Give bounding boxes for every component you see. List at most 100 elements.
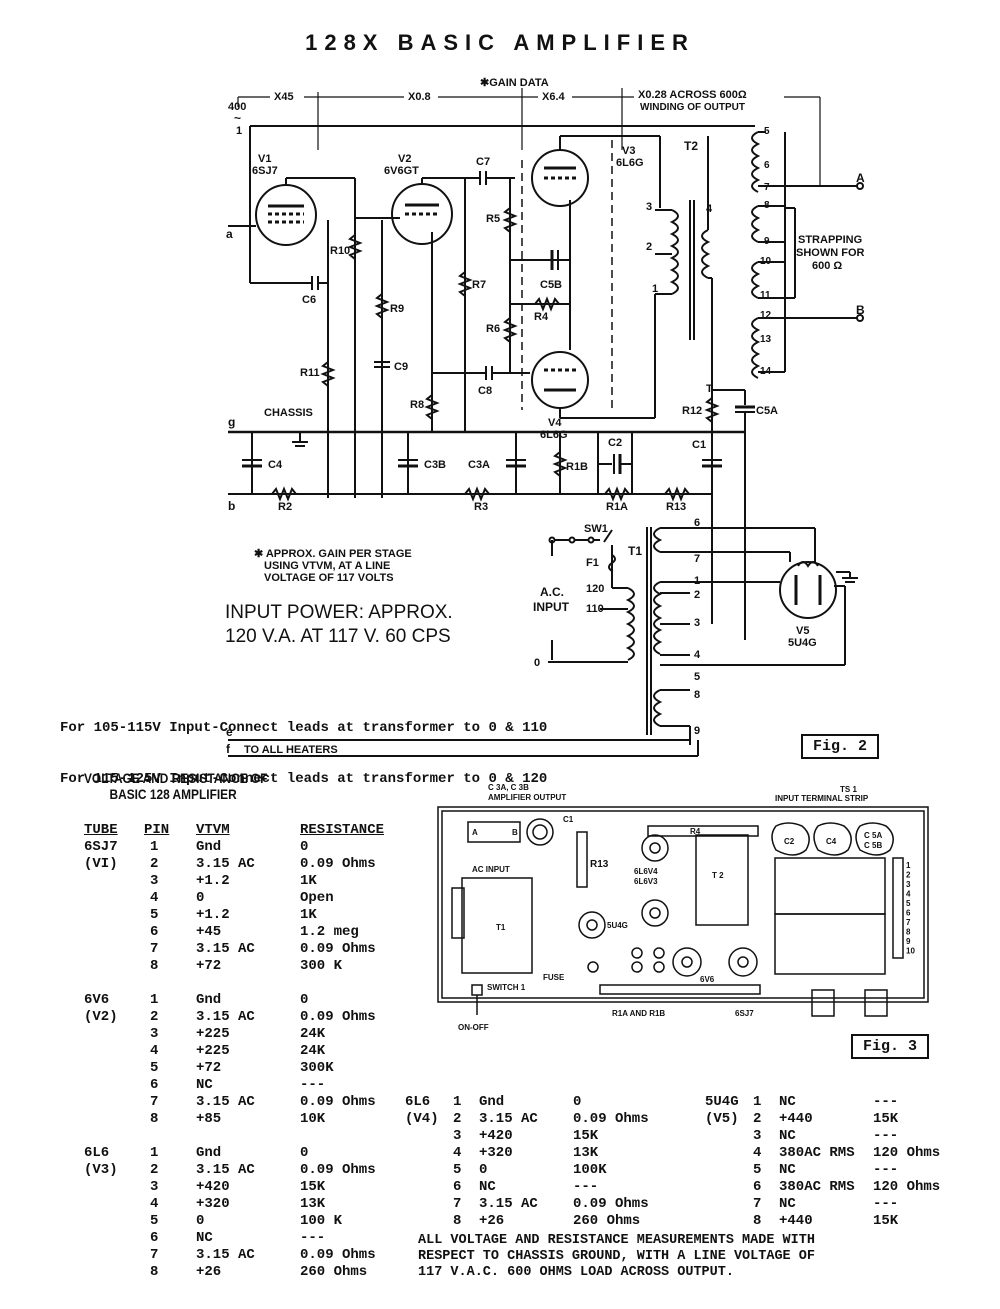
terminal-number: 4 <box>906 890 911 899</box>
v1-type: 6SJ7 <box>252 165 278 177</box>
strapping-note-3: 600 Ω <box>812 260 842 272</box>
terminal-g: g <box>228 415 235 429</box>
pin-cell: 5 <box>753 1162 762 1178</box>
vtvm-cell: 0 <box>196 1213 205 1229</box>
pin-cell: 1 <box>150 1145 159 1161</box>
pin-cell: 8 <box>150 1111 159 1127</box>
tube-cell <box>84 890 144 907</box>
t1-label: T1 <box>628 544 642 558</box>
pin-cell: 8 <box>150 1264 159 1280</box>
tube-cell <box>705 1162 753 1179</box>
sec-tap-7: 7 <box>764 182 770 193</box>
vtvm-cell: 3.15 AC <box>196 856 255 872</box>
tube-cell: (VI) <box>84 856 118 872</box>
pin-cell: 2 <box>150 856 159 872</box>
input-power-note: INPUT POWER: APPROX. 120 V.A. AT 117 V. … <box>225 601 453 649</box>
c9-label: C9 <box>394 361 408 373</box>
tube-cell <box>705 1145 753 1162</box>
fig3-ts1-desc: INPUT TERMINAL STRIP <box>775 794 869 803</box>
tube-cell <box>705 1128 753 1145</box>
terminal-a: a <box>226 227 233 241</box>
c6-label: C6 <box>302 294 316 306</box>
r10-label: R10 <box>330 245 350 257</box>
header-pin: PIN <box>144 822 170 838</box>
tube-cell <box>705 1213 753 1230</box>
c5a-label: C5A <box>756 405 778 417</box>
vtvm-cell: NC <box>196 1230 213 1246</box>
vtvm-cell: 3.15 AC <box>196 1162 255 1178</box>
pin-cell: 6 <box>150 1077 159 1093</box>
t1-tap-1: 1 <box>694 575 700 587</box>
resistance-cell: 13K <box>573 1145 599 1161</box>
vtvm-cell: +225 <box>196 1026 230 1042</box>
transformer-t2 <box>654 136 713 418</box>
input-power-line-1: INPUT POWER: APPROX. <box>225 602 453 623</box>
sw1-label[interactable]: SW1 <box>584 523 608 535</box>
t2-tap-2: 2 <box>646 241 652 253</box>
r12-label: R12 <box>682 405 702 417</box>
gain-output-1: X0.28 ACROSS 600Ω <box>638 89 747 101</box>
pin-cell: 7 <box>753 1196 762 1212</box>
vtvm-cell: Gnd <box>196 1145 222 1161</box>
tube-v5 <box>779 561 858 619</box>
vtvm-cell: 380AC RMS <box>779 1145 855 1161</box>
vtvm-cell: +85 <box>196 1111 222 1127</box>
v3-ref: V3 <box>622 145 635 157</box>
fig3-v3-label: 6L6V3 <box>634 877 658 886</box>
fig3-r13-label: R13 <box>590 859 609 870</box>
footnote-line-3: 117 V.A.C. 600 OHMS LOAD ACROSS OUTPUT. <box>418 1265 734 1280</box>
fig3-c1-label: C1 <box>563 815 574 824</box>
f1-label: F1 <box>586 557 599 569</box>
vtvm-cell: +320 <box>479 1145 513 1161</box>
tap-120: 120 <box>586 583 604 595</box>
footnote-line-1: ALL VOLTAGE AND RESISTANCE MEASUREMENTS … <box>418 1233 815 1248</box>
resistance-cell: 0 <box>573 1094 582 1110</box>
fig3-onoff-label: ON-OFF <box>458 1023 489 1032</box>
pin-cell: 6 <box>753 1179 762 1195</box>
gain-stage-3: X6.4 <box>542 91 566 103</box>
t2-label: T2 <box>684 139 698 153</box>
pin-cell: 3 <box>150 1179 159 1195</box>
c3b-label: C3B <box>424 459 446 471</box>
gain-note: ✱ APPROX. GAIN PER STAGE USING VTVM, AT … <box>254 548 412 584</box>
tube-cell <box>405 1179 453 1196</box>
vtvm-cell: +1.2 <box>196 873 230 889</box>
resistance-cell: --- <box>873 1094 899 1110</box>
pin-cell: 2 <box>150 1162 159 1178</box>
vtvm-cell: +420 <box>196 1179 230 1195</box>
r9-label: R9 <box>390 303 404 315</box>
gain-data-label: ✱GAIN DATA <box>480 77 549 89</box>
tube-cell <box>84 1230 144 1247</box>
terminal-b: b <box>228 499 235 513</box>
fig3-label: Fig. 3 <box>851 1034 930 1059</box>
resistance-cell: 15K <box>873 1213 899 1229</box>
r3-label: R3 <box>474 501 488 513</box>
vtvm-cell: Gnd <box>196 992 222 1008</box>
resistance-cell: 0 <box>300 1145 309 1161</box>
pin-cell: 8 <box>150 958 159 974</box>
pin-cell: 6 <box>150 924 159 940</box>
tube-cell: (V2) <box>84 1009 118 1025</box>
fig3-c5a-label: C 5A <box>864 831 882 840</box>
t2-tap-4: 4 <box>706 203 713 215</box>
v2-ref: V2 <box>398 153 411 165</box>
tube-cell <box>405 1145 453 1162</box>
pin-cell: 5 <box>453 1162 462 1178</box>
fig3-t2-label: T 2 <box>712 871 724 880</box>
pin-cell: 7 <box>150 1247 159 1263</box>
terminal-number: 6 <box>906 909 911 918</box>
tube-cell: (V3) <box>84 1162 118 1178</box>
transformer-t1 <box>548 494 846 745</box>
